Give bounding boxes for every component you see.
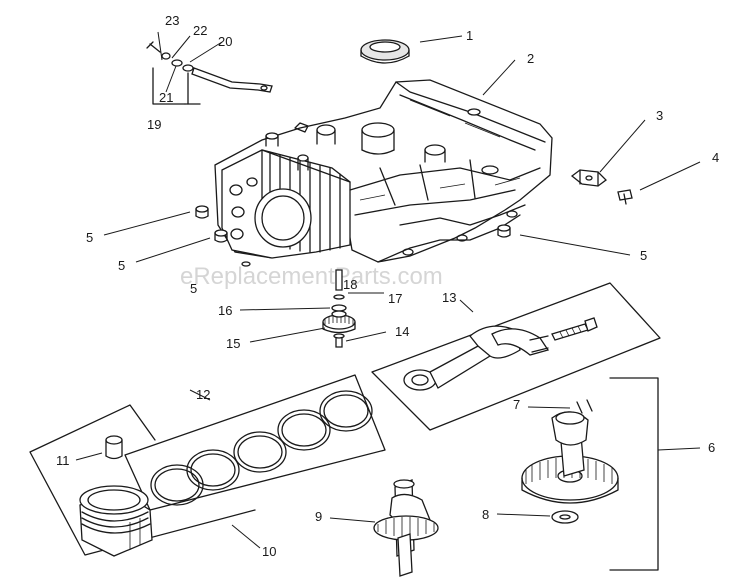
part-4-screw <box>617 189 633 205</box>
callout-8: 8 <box>482 507 489 522</box>
callout-6: 6 <box>708 440 715 455</box>
part-5-dowel-pins <box>195 205 511 267</box>
callout-5-bottom: 5 <box>190 281 197 296</box>
part-10-piston-assembly-bracket <box>29 404 256 556</box>
part-18-pin <box>335 269 343 291</box>
callout-7: 7 <box>513 397 520 412</box>
part-16-spacer <box>331 304 347 312</box>
callout-22: 22 <box>193 23 207 38</box>
part-15-gear <box>322 310 356 334</box>
callout-10: 10 <box>262 544 276 559</box>
callout-11: 11 <box>56 453 70 468</box>
callout-leader-lines <box>75 31 701 549</box>
callout-18: 18 <box>343 277 357 292</box>
callout-16: 16 <box>218 303 232 318</box>
part-2-crankcase <box>214 79 553 263</box>
part-6-camshaft-bracket <box>609 377 659 571</box>
piston <box>79 485 153 557</box>
callout-9: 9 <box>315 509 322 524</box>
part-19-breather-assembly <box>146 41 273 105</box>
callout-numbers: 1 2 3 4 5 5 5 5 6 7 8 9 10 11 12 13 14 1… <box>56 13 719 559</box>
callout-23: 23 <box>165 13 179 28</box>
callout-20: 20 <box>218 34 232 49</box>
callout-4: 4 <box>712 150 719 165</box>
callout-1: 1 <box>466 28 473 43</box>
callout-14: 14 <box>395 324 409 339</box>
part-3-bracket <box>570 169 607 187</box>
part-8-washer <box>551 510 579 524</box>
part-1-oil-seal <box>360 39 410 64</box>
callout-5-left-lower: 5 <box>118 258 125 273</box>
callout-5-right: 5 <box>640 248 647 263</box>
part-17-washer <box>333 294 345 300</box>
part-13-connecting-rod <box>371 282 661 431</box>
callout-19: 19 <box>147 117 161 132</box>
callout-3: 3 <box>656 108 663 123</box>
callout-5-left-upper: 5 <box>86 230 93 245</box>
callout-2: 2 <box>527 51 534 66</box>
part-11-piston-pin <box>105 435 123 460</box>
callout-12: 12 <box>196 387 210 402</box>
part-12-piston-rings <box>124 374 386 511</box>
callout-15: 15 <box>226 336 240 351</box>
camshaft <box>521 411 619 504</box>
watermark-text: eReplacementParts.com <box>180 263 443 290</box>
callout-21: 21 <box>159 90 173 105</box>
part-9-crankshaft <box>373 479 439 577</box>
callout-17: 17 <box>388 291 402 306</box>
callout-13: 13 <box>442 290 456 305</box>
part-14-pin <box>333 333 345 348</box>
part-7-pin <box>576 399 593 414</box>
